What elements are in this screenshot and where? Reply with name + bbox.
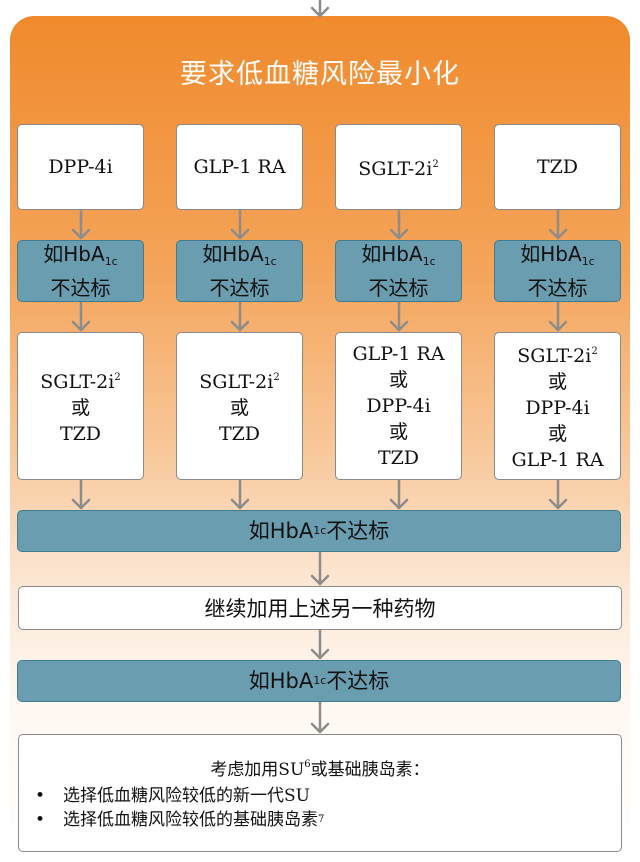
drug-name: TZD xyxy=(536,156,579,178)
bullet-dot: • xyxy=(35,810,46,830)
drug-name: 或 xyxy=(547,371,567,393)
not-met-box-1: 如HbA1c 不达标 xyxy=(17,240,144,302)
drug-box-dpp4i: DPP-4i xyxy=(17,124,144,210)
down-arrow-0 xyxy=(310,0,330,18)
drug-line: SGLT-2i2 xyxy=(358,152,438,182)
drug-name: DPP-4i xyxy=(48,156,113,178)
drug-box-glp1ra: GLP-1 RA xyxy=(176,124,303,210)
drug-name: 或 xyxy=(547,423,567,445)
option-line: TZD xyxy=(60,421,101,447)
drug-name: 或 xyxy=(388,421,408,443)
option-line: GLP-1 RA xyxy=(352,341,444,367)
not-met-line: 如HbA1c xyxy=(361,242,436,268)
continue-box: 继续加用上述另一种药物 xyxy=(18,586,622,630)
drug-box-sglt2i: SGLT-2i2 xyxy=(335,124,462,210)
not-met-box-2: 如HbA1c 不达标 xyxy=(176,240,303,302)
bullet-dot: • xyxy=(35,786,46,806)
drug-name: 或 xyxy=(388,369,408,391)
option-line: TZD xyxy=(219,421,260,447)
drug-name: GLP-1 RA xyxy=(193,156,286,178)
drug-name: 或 xyxy=(70,397,90,419)
drug-name: DPP-4i xyxy=(366,395,431,417)
option-line: SGLT-2i2 xyxy=(40,365,120,395)
not-met-line: 如HbA1c xyxy=(202,242,277,268)
drug-line: DPP-4i xyxy=(48,154,112,180)
footnote-sup: 2 xyxy=(432,159,439,170)
drug-name: GLP-1 RA xyxy=(352,343,445,365)
drug-name: SGLT-2i xyxy=(517,345,592,367)
footnote-sup: 2 xyxy=(591,346,598,357)
option-line: 或 xyxy=(230,395,249,421)
option-line: TZD xyxy=(378,445,419,471)
option-line: SGLT-2i2 xyxy=(517,339,597,369)
not-met-line: 如HbA1c xyxy=(520,242,595,268)
option-line: DPP-4i xyxy=(366,393,430,419)
drug-box-tzd: TZD xyxy=(494,124,621,210)
drug-name: SGLT-2i xyxy=(40,371,115,393)
option-line: DPP-4i xyxy=(525,395,589,421)
drug-name: TZD xyxy=(59,423,102,445)
drug-name: DPP-4i xyxy=(525,397,590,419)
option-line: 或 xyxy=(71,395,90,421)
option-line: 或 xyxy=(548,421,567,447)
drug-name: TZD xyxy=(218,423,261,445)
not-met-line: 如HbA1c xyxy=(43,242,118,268)
final-bullet-1: •选择低血糖风险较低的新一代SU xyxy=(35,786,310,806)
drug-name: SGLT-2i xyxy=(199,371,274,393)
option-line: 或 xyxy=(389,367,408,393)
final-lead: 考虑加用SU6或基础胰岛素： xyxy=(210,759,430,780)
page-title: 要求低血糖风险最小化 xyxy=(180,59,460,90)
drug-line: TZD xyxy=(537,154,578,180)
not-met-box-3: 如HbA1c 不达标 xyxy=(335,240,462,302)
option-line: 或 xyxy=(389,419,408,445)
option-line: SGLT-2i2 xyxy=(199,365,279,395)
drug-name: GLP-1 RA xyxy=(511,449,604,471)
not-met-box-4: 如HbA1c 不达标 xyxy=(494,240,621,302)
footnote-sup: 2 xyxy=(273,372,280,383)
option-line: 或 xyxy=(548,369,567,395)
option-line: GLP-1 RA xyxy=(511,447,603,473)
footnote-sup: 2 xyxy=(114,372,121,383)
second-line-box-3: GLP-1 RA 或 DPP-4i 或 TZD xyxy=(335,332,462,480)
drug-name: TZD xyxy=(377,447,420,469)
drug-name: 或 xyxy=(229,397,249,419)
drug-name: SGLT-2i xyxy=(358,158,433,180)
drug-line: GLP-1 RA xyxy=(193,154,285,180)
final-recommendation-box: 考虑加用SU6或基础胰岛素： •选择低血糖风险较低的新一代SU •选择低血糖风险… xyxy=(18,734,622,852)
